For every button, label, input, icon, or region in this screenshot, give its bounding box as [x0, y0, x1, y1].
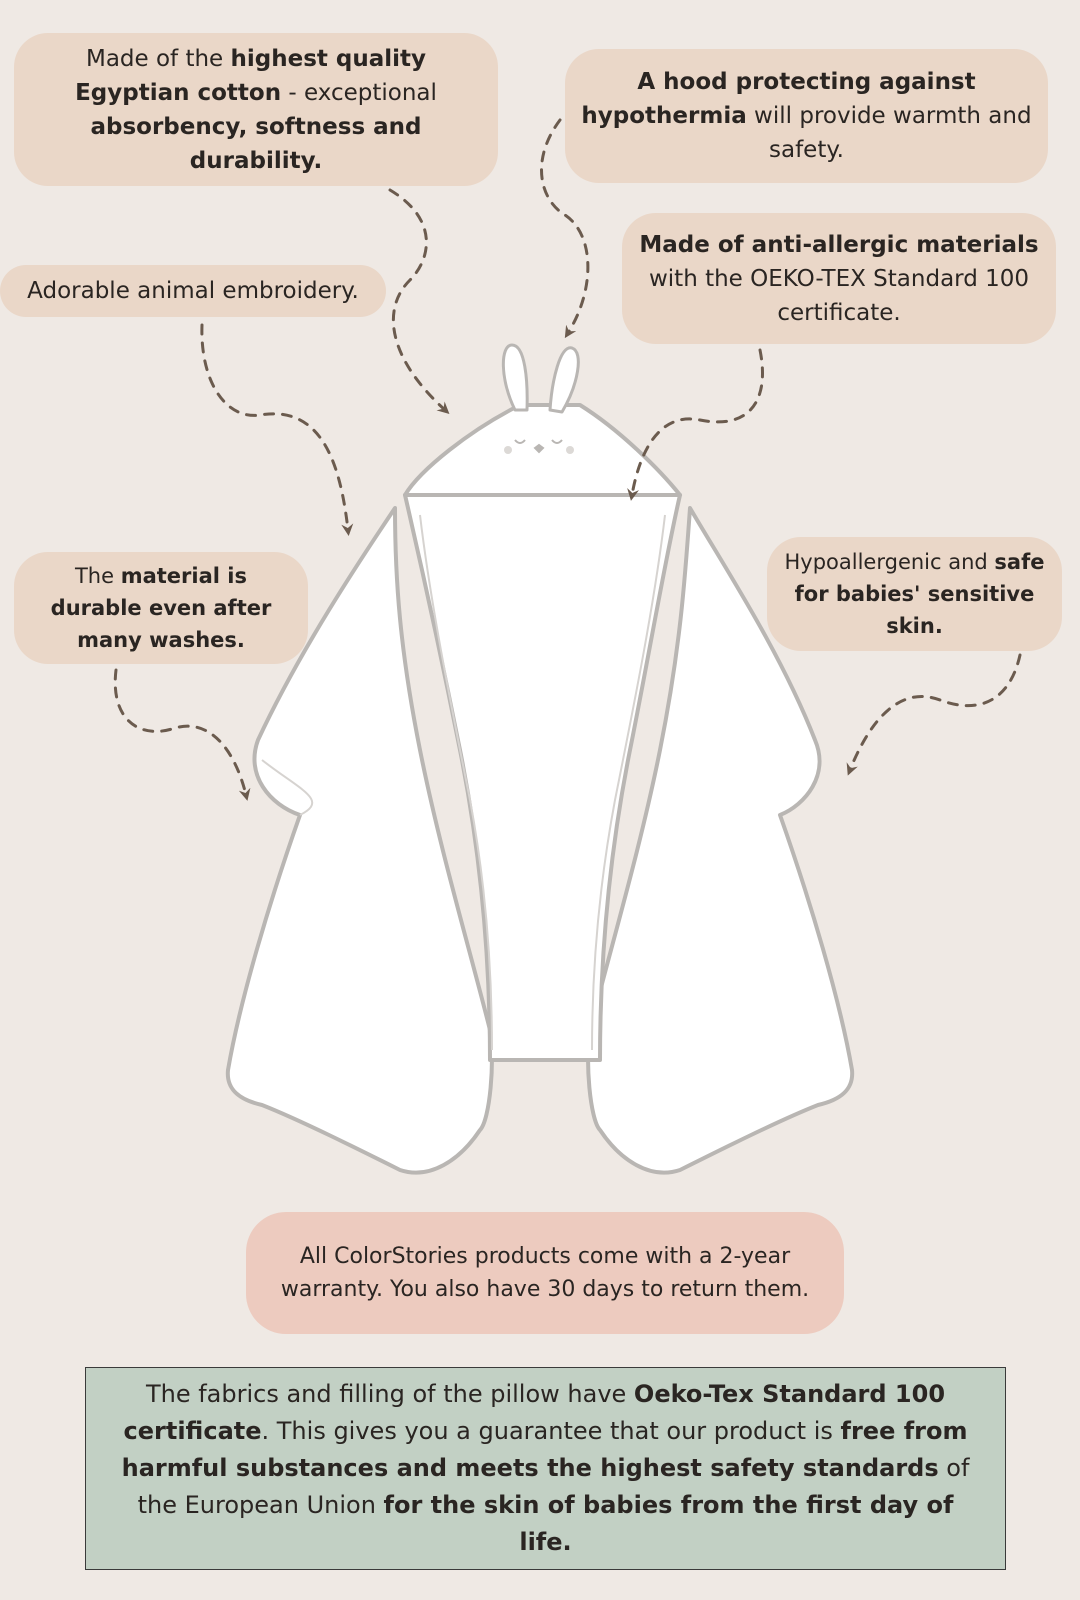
- feature-cotton-text: Made of the highest quality Egyptian cot…: [75, 45, 437, 174]
- towel-body: [225, 343, 855, 1175]
- feature-durable-bubble: The material is durable even after many …: [14, 552, 308, 664]
- arrow-cotton: [388, 188, 450, 415]
- feature-embroidery-bubble: Adorable animal embroidery.: [0, 265, 386, 317]
- feature-hypoallergenic-text: Hypoallergenic and safe for babies' sens…: [784, 550, 1045, 638]
- feature-durable-text: The material is durable even after many …: [50, 564, 272, 652]
- arrow-hood: [540, 118, 590, 339]
- bunny-face: [504, 439, 574, 454]
- feature-embroidery-text: Adorable animal embroidery.: [27, 278, 359, 304]
- towel-hood: [403, 403, 682, 497]
- arrow-anti-allergic: [627, 348, 764, 501]
- certificate-text: The fabrics and filling of the pillow ha…: [121, 1380, 970, 1556]
- towel-right-flap: [586, 506, 855, 1175]
- bunny-ear-right: [548, 346, 580, 414]
- feature-hood-text: A hood protecting against hypothermia wi…: [581, 69, 1032, 163]
- arrow-durable: [113, 668, 251, 801]
- warranty-text: All ColorStories products come with a 2-…: [280, 1244, 810, 1302]
- bunny-ear-left: [501, 343, 529, 412]
- feature-anti-allergic-bubble: Made of anti-allergic materials with the…: [622, 213, 1056, 344]
- towel-left-flap: [225, 506, 494, 1175]
- warranty-bubble: All ColorStories products come with a 2-…: [246, 1212, 844, 1334]
- feature-cotton-bubble: Made of the highest quality Egyptian cot…: [14, 33, 498, 186]
- arrow-embroidery: [200, 323, 354, 536]
- feature-anti-allergic-text: Made of anti-allergic materials with the…: [639, 231, 1039, 326]
- feature-hood-bubble: A hood protecting against hypothermia wi…: [565, 49, 1048, 183]
- arrow-hypoallergenic: [846, 653, 1022, 776]
- certificate-footer-box: The fabrics and filling of the pillow ha…: [85, 1367, 1006, 1570]
- feature-hypoallergenic-bubble: Hypoallergenic and safe for babies' sens…: [767, 537, 1062, 651]
